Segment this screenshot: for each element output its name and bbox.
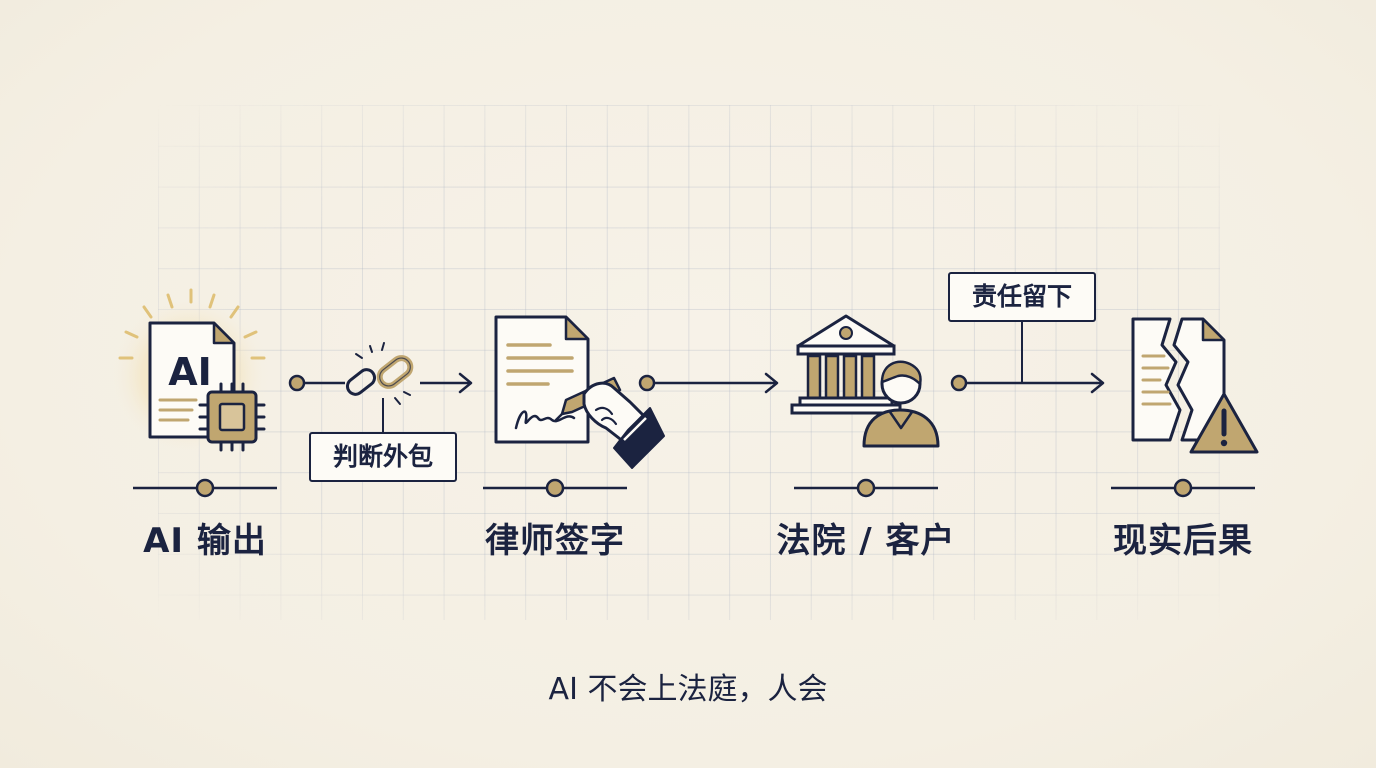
stage-label-ai-output: AI 输出 <box>143 521 267 561</box>
stage-marker-2 <box>483 478 627 498</box>
connector-arrow-3 <box>950 320 1105 394</box>
ai-document-chip-icon: AI <box>110 288 270 455</box>
stage-marker-1 <box>133 478 277 498</box>
broken-document-warning-icon <box>1131 317 1259 454</box>
broken-chain-icon <box>345 342 414 405</box>
courthouse-person-icon <box>790 314 940 448</box>
signing-document-icon <box>494 315 665 469</box>
responsibility-tag: 责任留下 <box>948 272 1096 322</box>
connector-arrow-2 <box>638 372 779 394</box>
outsourcing-tag: 判断外包 <box>309 432 457 482</box>
stage-marker-4 <box>1111 478 1255 498</box>
connector-arrow-1 <box>288 372 473 432</box>
caption: AI 不会上法庭，人会 <box>548 672 828 707</box>
stage-label-lawyer-signature: 律师签字 <box>485 521 625 561</box>
background-grid <box>158 105 1220 620</box>
stage-label-court-client: 法院 / 客户 <box>776 521 956 561</box>
stage-marker-3 <box>794 478 938 498</box>
ai-badge-text: AI <box>168 350 212 394</box>
stage-label-real-consequences: 现实后果 <box>1113 521 1253 561</box>
